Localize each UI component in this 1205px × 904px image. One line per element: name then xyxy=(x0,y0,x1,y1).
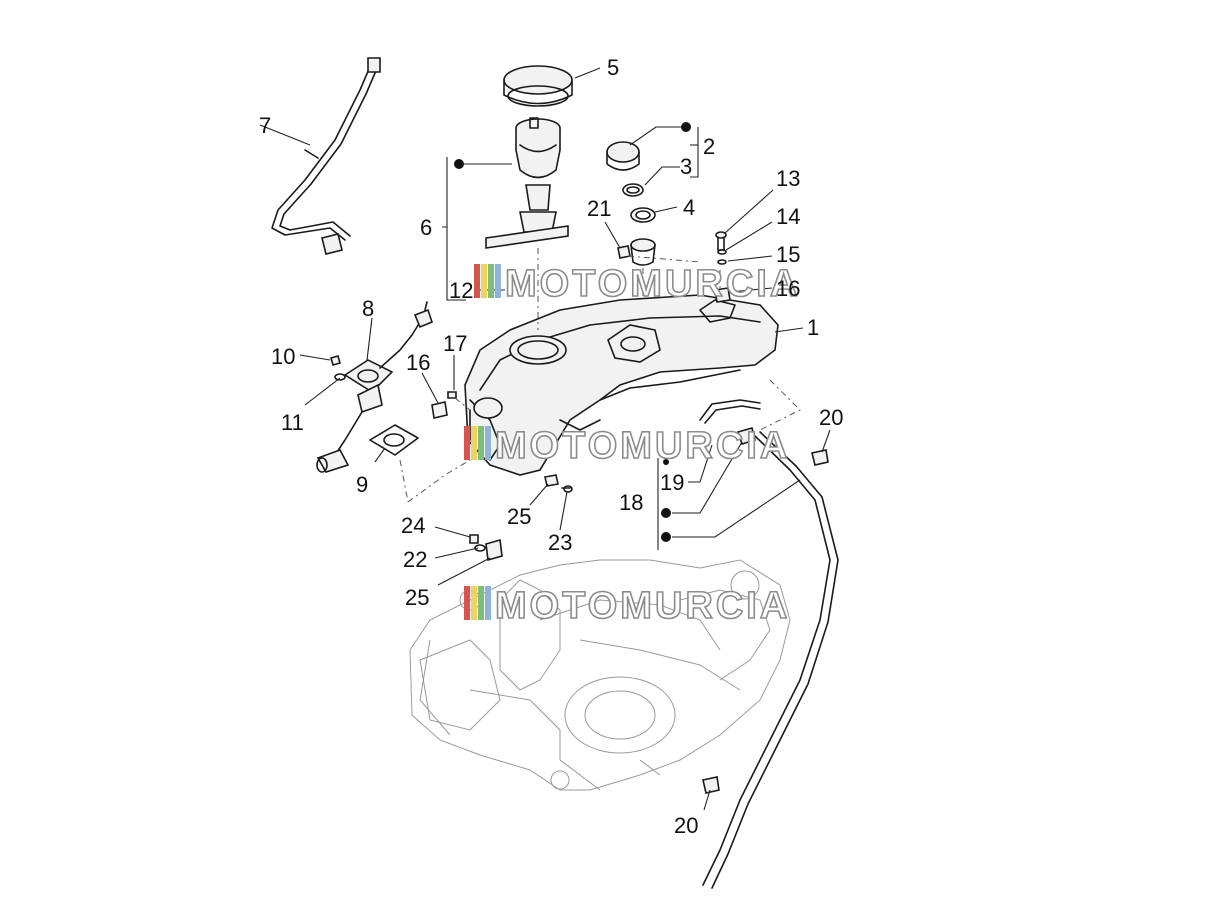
callout-18: 18 xyxy=(619,490,643,515)
washer-15 xyxy=(717,259,727,265)
bracket-22-24-25 xyxy=(469,534,503,562)
callout-17: 17 xyxy=(443,331,467,356)
callout-25-lower: 25 xyxy=(405,585,429,610)
fuel-pump-ring xyxy=(503,65,573,107)
washer-11 xyxy=(334,373,346,381)
fuel-level-sender xyxy=(316,301,433,473)
watermark-3: MOTOMURCIA xyxy=(464,584,790,628)
cap-seal-4 xyxy=(630,207,656,223)
assembly-dash-lines xyxy=(399,248,801,503)
bolt-23-25 xyxy=(544,474,573,493)
bolt-13 xyxy=(715,231,727,251)
callout-16-left: 16 xyxy=(406,350,430,375)
callout-10: 10 xyxy=(271,344,295,369)
callout-2: 2 xyxy=(703,134,715,159)
filler-cap xyxy=(606,141,640,171)
callout-3: 3 xyxy=(680,154,692,179)
nut-10 xyxy=(330,355,341,366)
callout-20-upper: 20 xyxy=(819,405,843,430)
clip-20-lower xyxy=(702,776,720,794)
cap-seal-3 xyxy=(622,183,644,197)
filler-neck xyxy=(630,238,656,266)
fuel-tank xyxy=(464,294,779,476)
callout-24: 24 xyxy=(401,513,425,538)
clip-20-upper xyxy=(811,449,829,466)
callout-9: 9 xyxy=(356,472,368,497)
callout-12: 12 xyxy=(449,278,473,303)
screw-17 xyxy=(447,391,457,399)
washer-14 xyxy=(717,249,727,255)
callout-11: 11 xyxy=(281,410,304,435)
callout-8: 8 xyxy=(362,296,374,321)
clip-16-left xyxy=(431,401,448,419)
callouts: 1 2 3 4 5 6 7 8 9 10 11 12 13 14 15 16 1… xyxy=(259,55,843,838)
callout-20-lower: 20 xyxy=(674,813,698,838)
sender-gasket-9 xyxy=(369,424,419,456)
watermark-text-2: MOTOMURCIA xyxy=(495,425,790,467)
callout-22: 22 xyxy=(403,547,427,572)
callout-7: 7 xyxy=(259,113,271,138)
assembly-dots xyxy=(454,122,691,542)
callout-15: 15 xyxy=(776,242,800,267)
callout-4: 4 xyxy=(683,195,695,220)
callout-1: 1 xyxy=(807,315,819,340)
callout-6: 6 xyxy=(420,215,432,240)
callout-21: 21 xyxy=(587,196,611,221)
callout-25-upper: 25 xyxy=(507,504,531,529)
fuel-pump xyxy=(485,117,569,249)
callout-14: 14 xyxy=(776,204,800,229)
callout-23: 23 xyxy=(548,530,572,555)
callout-19: 19 xyxy=(660,470,684,495)
watermark-2: MOTOMURCIA xyxy=(464,424,790,468)
callout-16-right: 16 xyxy=(776,276,800,301)
callout-13: 13 xyxy=(776,166,800,191)
watermark-text-3: MOTOMURCIA xyxy=(495,585,790,627)
vent-hose-7 xyxy=(271,57,381,255)
leader-lines xyxy=(259,67,831,811)
watermark-1: MOTOMURCIA xyxy=(474,262,800,306)
breather-pipe xyxy=(699,399,839,889)
callout-5: 5 xyxy=(607,55,619,80)
watermark-text-1: MOTOMURCIA xyxy=(505,263,800,305)
bracket-16-right xyxy=(714,287,731,303)
